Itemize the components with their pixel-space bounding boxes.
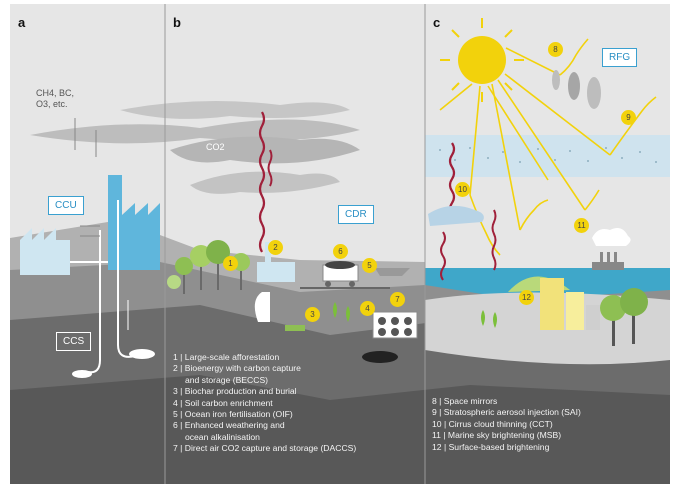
legend-item: 5 | Ocean iron fertilisation (OIF) xyxy=(173,409,293,420)
legend-item: 4 | Soil carbon enrichment xyxy=(173,397,273,408)
marker-2: 2 xyxy=(268,240,283,255)
marine-cloud xyxy=(592,228,631,246)
legend-item: 2 | Bioenergy with carbon capture and st… xyxy=(173,363,301,385)
legend-item: 12 | Surface-based brightening xyxy=(432,441,550,452)
legend-item: 1 | Large-scale afforestation xyxy=(173,352,280,362)
gas-label: CH4, BC, O3, etc. xyxy=(36,88,74,110)
sunlight-rays xyxy=(439,38,657,256)
marker-6: 6 xyxy=(333,244,348,259)
haze-cloud xyxy=(30,119,360,144)
ship xyxy=(375,268,410,276)
panel-c-letter: c xyxy=(433,15,441,30)
storage-blob xyxy=(72,370,92,378)
co2-cloud xyxy=(170,136,360,164)
legend-item: 8 | Space mirrors xyxy=(432,396,498,406)
panel-b-letter: b xyxy=(173,15,181,30)
sun-icon xyxy=(440,18,524,102)
marker-10: 10 xyxy=(455,182,470,197)
storage-blob xyxy=(129,349,155,359)
outgoing-heat-wave xyxy=(440,231,446,281)
co2-uptake-wave xyxy=(258,111,266,253)
co2-uptake-wave xyxy=(267,149,273,187)
ground-deepest xyxy=(10,375,670,484)
cdr-label: CDR xyxy=(338,205,374,224)
cirrus-band xyxy=(425,135,670,177)
cdr-legend: 1 | Large-scale afforestation 2 | Bioene… xyxy=(173,352,356,455)
legend-item: 11 | Marine sky brightening (MSB) xyxy=(432,430,562,441)
flow-arrows xyxy=(74,118,129,330)
gas-label-line: O3, etc. xyxy=(36,99,68,109)
rfg-label: RFG xyxy=(602,48,638,67)
spray-ship xyxy=(592,252,624,270)
marker-12: 12 xyxy=(519,290,534,305)
marker-1: 1 xyxy=(223,256,238,271)
outgoing-heat-wave xyxy=(491,209,497,271)
legend-item: 7 | Direct air CO2 capture and storage (… xyxy=(173,443,357,454)
bioenergy-plant xyxy=(254,242,295,322)
panel-a-letter: a xyxy=(18,15,26,30)
factory xyxy=(20,175,160,275)
outgoing-heat-wave xyxy=(448,142,456,216)
marker-3: 3 xyxy=(305,307,320,322)
crops xyxy=(285,302,350,331)
haze-cloud xyxy=(120,101,350,119)
thinned-cirrus xyxy=(428,205,484,226)
legend-item: 10 | Cirrus cloud thinning (CCT) xyxy=(432,418,553,429)
aerosol-dots xyxy=(439,147,657,163)
legend-item: 3 | Biochar production and burial xyxy=(173,386,297,397)
city xyxy=(481,276,648,346)
haze-cloud xyxy=(190,171,340,194)
marker-11: 11 xyxy=(574,218,589,233)
marker-9: 9 xyxy=(621,110,636,125)
co2-label: CO2 xyxy=(206,142,225,152)
marker-8: 8 xyxy=(548,42,563,57)
dac-unit xyxy=(362,311,418,363)
marker-7: 7 xyxy=(390,292,405,307)
weathering-cart xyxy=(300,261,390,289)
legend-item: 6 | Enhanced weathering and ocean alkali… xyxy=(173,420,285,442)
space-mirrors xyxy=(552,70,601,109)
marker-4: 4 xyxy=(360,301,375,316)
marker-5: 5 xyxy=(362,258,377,273)
ccs-label: CCS xyxy=(56,332,92,351)
ccu-label: CCU xyxy=(48,196,84,215)
rfg-legend: 8 | Space mirrors 9 | Stratospheric aero… xyxy=(432,396,581,453)
legend-item: 9 | Stratospheric aerosol injection (SAI… xyxy=(432,407,581,418)
gas-label-line: CH4, BC, xyxy=(36,88,75,98)
